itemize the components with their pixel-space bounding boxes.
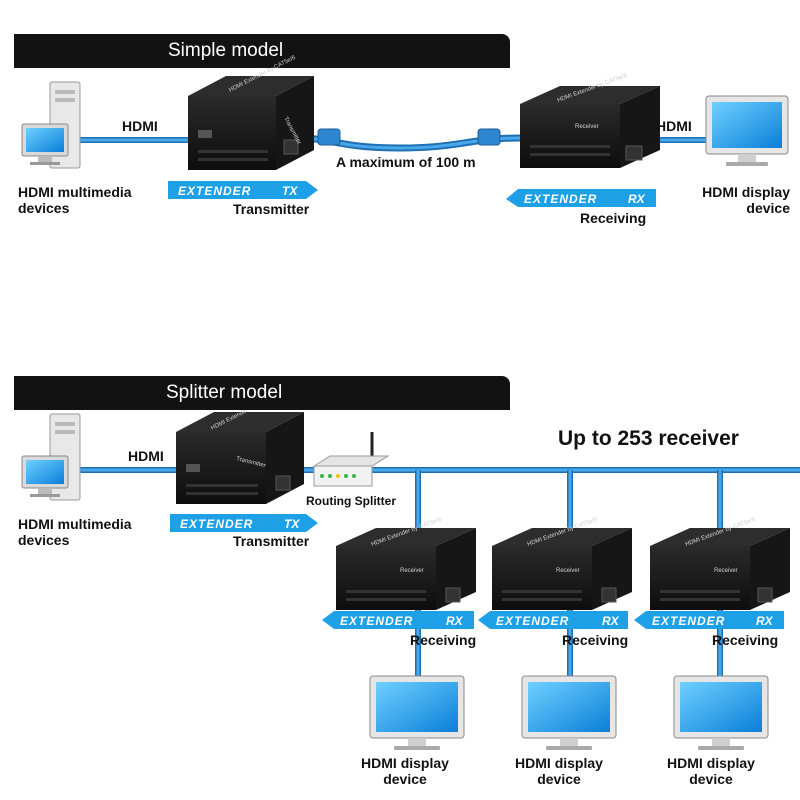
splitter-rx-badge-2	[478, 611, 628, 629]
simple-display-monitor-icon	[705, 95, 789, 166]
splitter-hdmi-label: HDMI	[128, 448, 164, 464]
splitter-receiver-device-1	[336, 528, 476, 610]
splitter-display-monitor-icon-2	[521, 675, 617, 750]
routing-splitter-device	[312, 432, 390, 487]
simple-display-label-2: device	[746, 200, 790, 216]
simple-source-label-2: devices	[18, 200, 70, 216]
splitter-rx1-device-side: Receiver	[400, 568, 424, 574]
simple-receiving-label: Receiving	[580, 210, 647, 226]
simple-distance-label: A maximum of 100 m	[336, 154, 476, 170]
splitter-display-label-1b: device	[383, 771, 427, 787]
splitter-receiver-device-3	[650, 528, 790, 610]
splitter-rx3-badge-word: EXTENDER	[652, 614, 725, 628]
splitter-display-label-1a: HDMI display	[361, 755, 449, 771]
simple-rx-badge-word: EXTENDER	[524, 192, 597, 206]
splitter-receiving-label-3: Receiving	[712, 632, 779, 648]
splitter-rx-badge-1	[322, 611, 474, 629]
simple-cat-cable	[299, 128, 521, 152]
splitter-rx2-device-side: Receiver	[556, 568, 580, 574]
simple-rx-badge-code: RX	[628, 192, 646, 206]
splitter-tx-badge	[170, 514, 318, 532]
simple-transmitter-label: Transmitter	[233, 201, 310, 217]
splitter-transmitter-label: Transmitter	[233, 533, 310, 549]
splitter-display-label-3b: device	[689, 771, 733, 787]
routing-splitter-label: Routing Splitter	[306, 494, 396, 508]
splitter-receiving-label-1: Receiving	[410, 632, 477, 648]
splitter-tx-badge-code: TX	[284, 517, 300, 531]
splitter-rx2-badge-code: RX	[602, 614, 620, 628]
splitter-transmitter-device	[176, 412, 304, 504]
simple-rx-device-side: Receiver	[575, 124, 599, 130]
splitter-receiving-label-2: Receiving	[562, 632, 629, 648]
splitter-rx1-badge-word: EXTENDER	[340, 614, 413, 628]
simple-tx-badge-code: TX	[282, 184, 298, 198]
splitter-rx3-badge-code: RX	[756, 614, 774, 628]
splitter-rx-badge-3	[634, 611, 784, 629]
splitter-display-monitor-icon-3	[673, 675, 769, 750]
splitter-receiver-device-2	[492, 528, 632, 610]
splitter-rx1-badge-code: RX	[446, 614, 464, 628]
simple-rx-badge	[506, 189, 656, 207]
simple-source-label-1: HDMI multimedia	[18, 184, 132, 200]
splitter-display-label-2a: HDMI display	[515, 755, 603, 771]
splitter-capacity-label: Up to 253 receiver	[558, 427, 739, 450]
splitter-display-label-2b: device	[537, 771, 581, 787]
splitter-model-banner	[14, 376, 510, 410]
splitter-display-label-3a: HDMI display	[667, 755, 755, 771]
splitter-source-label-2: devices	[18, 532, 70, 548]
splitter-rx3-device-side: Receiver	[714, 568, 738, 574]
splitter-display-monitor-icon-1	[369, 675, 465, 750]
splitter-tx-badge-word: EXTENDER	[180, 517, 253, 531]
simple-model-title: Simple model	[168, 40, 284, 61]
simple-transmitter-device	[188, 76, 314, 170]
simple-hdmi-label-right: HDMI	[656, 118, 692, 134]
splitter-rx2-badge-word: EXTENDER	[496, 614, 569, 628]
simple-display-label-1: HDMI display	[702, 184, 790, 200]
simple-hdmi-label-left: HDMI	[122, 118, 158, 134]
splitter-source-label-1: HDMI multimedia	[18, 516, 132, 532]
simple-tx-badge	[168, 181, 318, 199]
splitter-source-pc-icon	[21, 413, 81, 501]
splitter-model-title: Splitter model	[166, 382, 283, 403]
simple-tx-badge-word: EXTENDER	[178, 184, 251, 198]
simple-receiver-device	[520, 86, 660, 168]
simple-source-pc-icon	[21, 81, 81, 169]
simple-model-banner	[14, 34, 510, 68]
